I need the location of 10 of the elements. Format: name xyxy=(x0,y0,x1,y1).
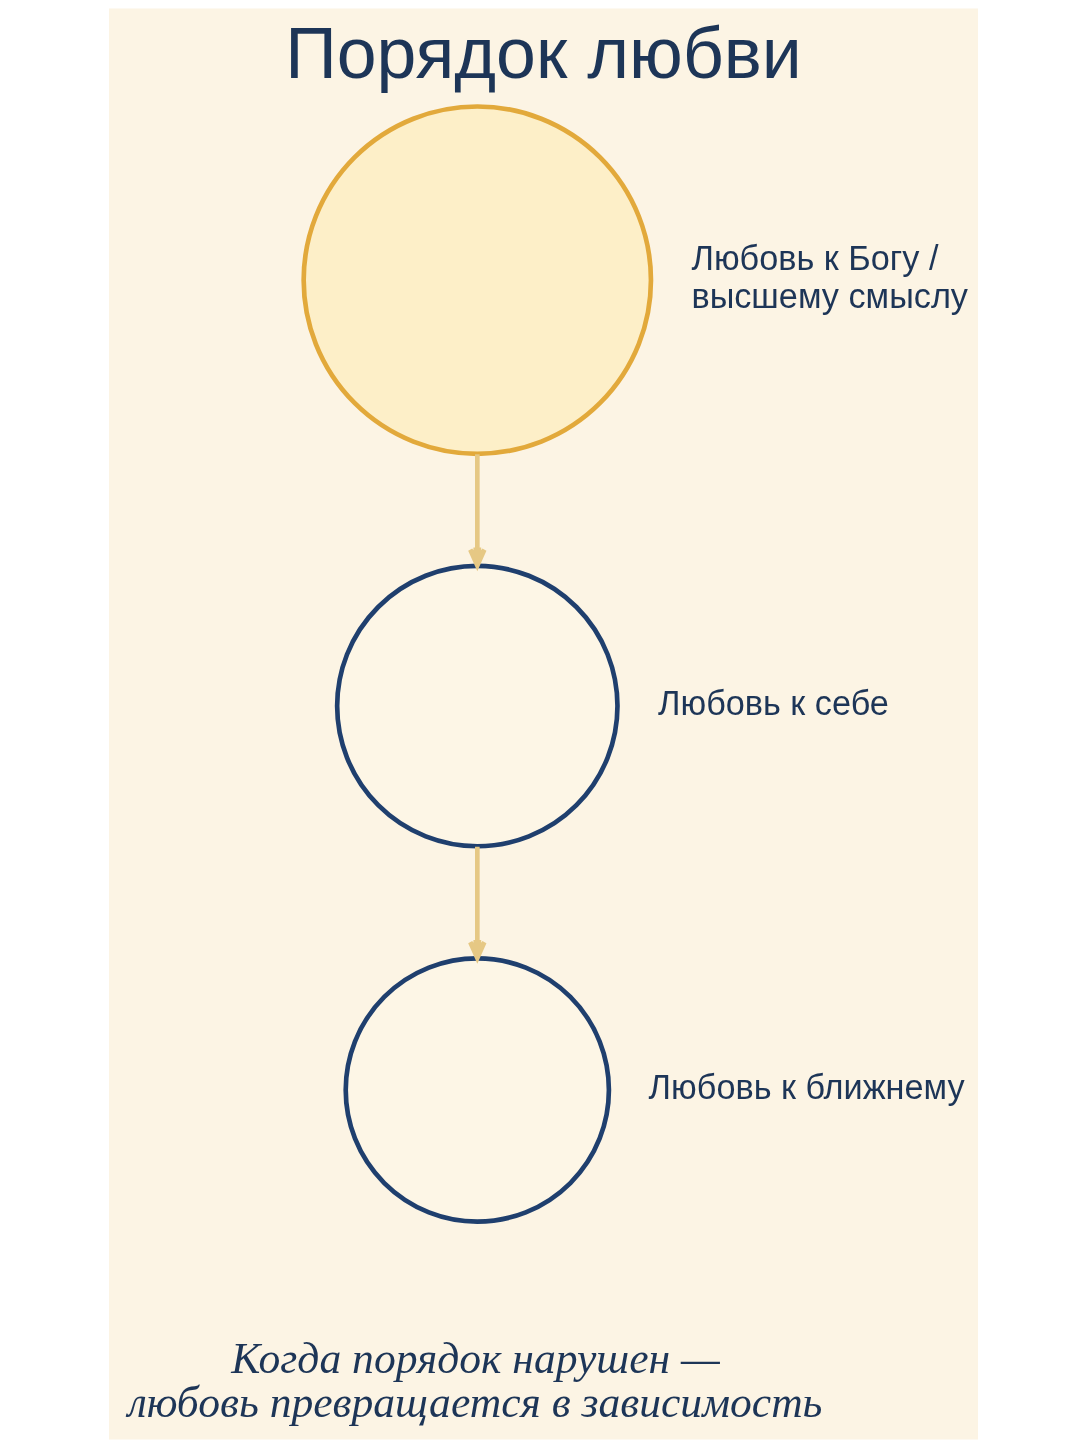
arrow xyxy=(467,454,487,568)
node-circle xyxy=(300,104,653,457)
node-circle xyxy=(342,956,611,1224)
node-label: Любовь к Богу / высшему смыслу xyxy=(690,239,968,315)
node-label: Любовь к себе xyxy=(657,683,889,722)
caption: Когда порядок нарушен — любовь превращается в зависимость xyxy=(127,1334,822,1426)
diagram-title: Порядок любви xyxy=(284,13,802,94)
node-label: Любовь к ближнему xyxy=(648,1067,965,1106)
arrow xyxy=(467,846,487,961)
node-circle xyxy=(334,563,620,849)
